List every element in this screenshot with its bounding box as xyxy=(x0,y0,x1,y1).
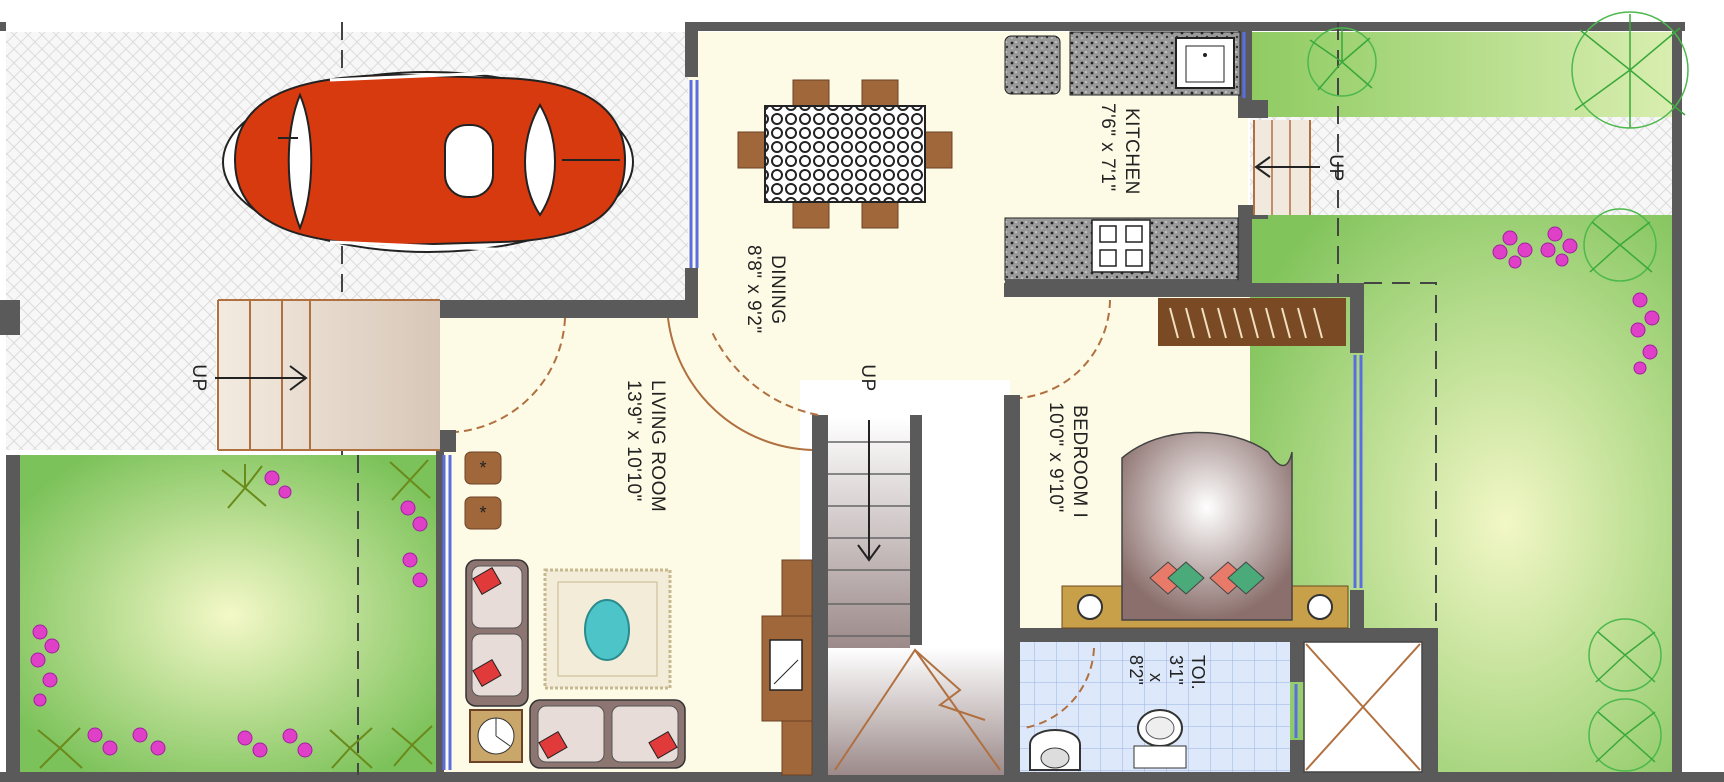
wc-icon xyxy=(1029,729,1081,771)
kitchen-size: 7'6" x 7'1" xyxy=(1097,103,1118,192)
svg-text:*: * xyxy=(479,503,486,523)
toilet-size-w: 3'1" xyxy=(1166,655,1186,685)
bed-icon xyxy=(1061,431,1349,629)
side-lawn-top xyxy=(1250,32,1675,117)
toilet-name: TOI. xyxy=(1188,655,1208,690)
living-size: 13'9" x 10'10" xyxy=(623,380,644,502)
dining-door-swing xyxy=(667,317,813,451)
up-label-side: UP xyxy=(1325,154,1346,181)
living-name: LIVING ROOM xyxy=(647,380,668,512)
side-steps xyxy=(1253,120,1320,215)
kitchen-counter xyxy=(1004,31,1241,292)
wardrobe-icon xyxy=(1158,298,1346,346)
rug-icon xyxy=(543,568,672,690)
front-lawn xyxy=(20,455,440,775)
staircase xyxy=(828,418,1004,775)
bedroom-name: BEDROOM I xyxy=(1069,405,1090,518)
toilet-size-h: 8'2" xyxy=(1126,655,1146,685)
tree-icon xyxy=(1307,11,1689,772)
sofa-icon xyxy=(465,559,686,769)
toilet-size-x: x xyxy=(1146,673,1166,682)
entrance-path xyxy=(6,300,216,450)
kitchen-name: KITCHEN xyxy=(1121,108,1142,195)
side-tables: * * xyxy=(464,451,502,530)
dining-name: DINING xyxy=(767,255,788,325)
dining-table-icon xyxy=(737,79,953,229)
washbasin-icon xyxy=(1133,709,1187,769)
palm-icon xyxy=(37,459,433,769)
up-label-stair: UP xyxy=(857,364,878,391)
entrance-steps xyxy=(215,299,440,451)
stove-icon xyxy=(1091,219,1151,273)
up-label-entrance: UP xyxy=(188,364,209,391)
bedroom-size: 10'0" x 9'10" xyxy=(1045,402,1066,513)
dining-size: 8'8" x 9'2" xyxy=(743,245,764,334)
flower-icon xyxy=(30,226,1660,758)
car-icon xyxy=(222,70,634,253)
duct-shaft xyxy=(1303,641,1423,773)
tv-unit-icon xyxy=(761,559,813,776)
side-path xyxy=(1250,117,1675,215)
svg-text:*: * xyxy=(479,458,486,478)
